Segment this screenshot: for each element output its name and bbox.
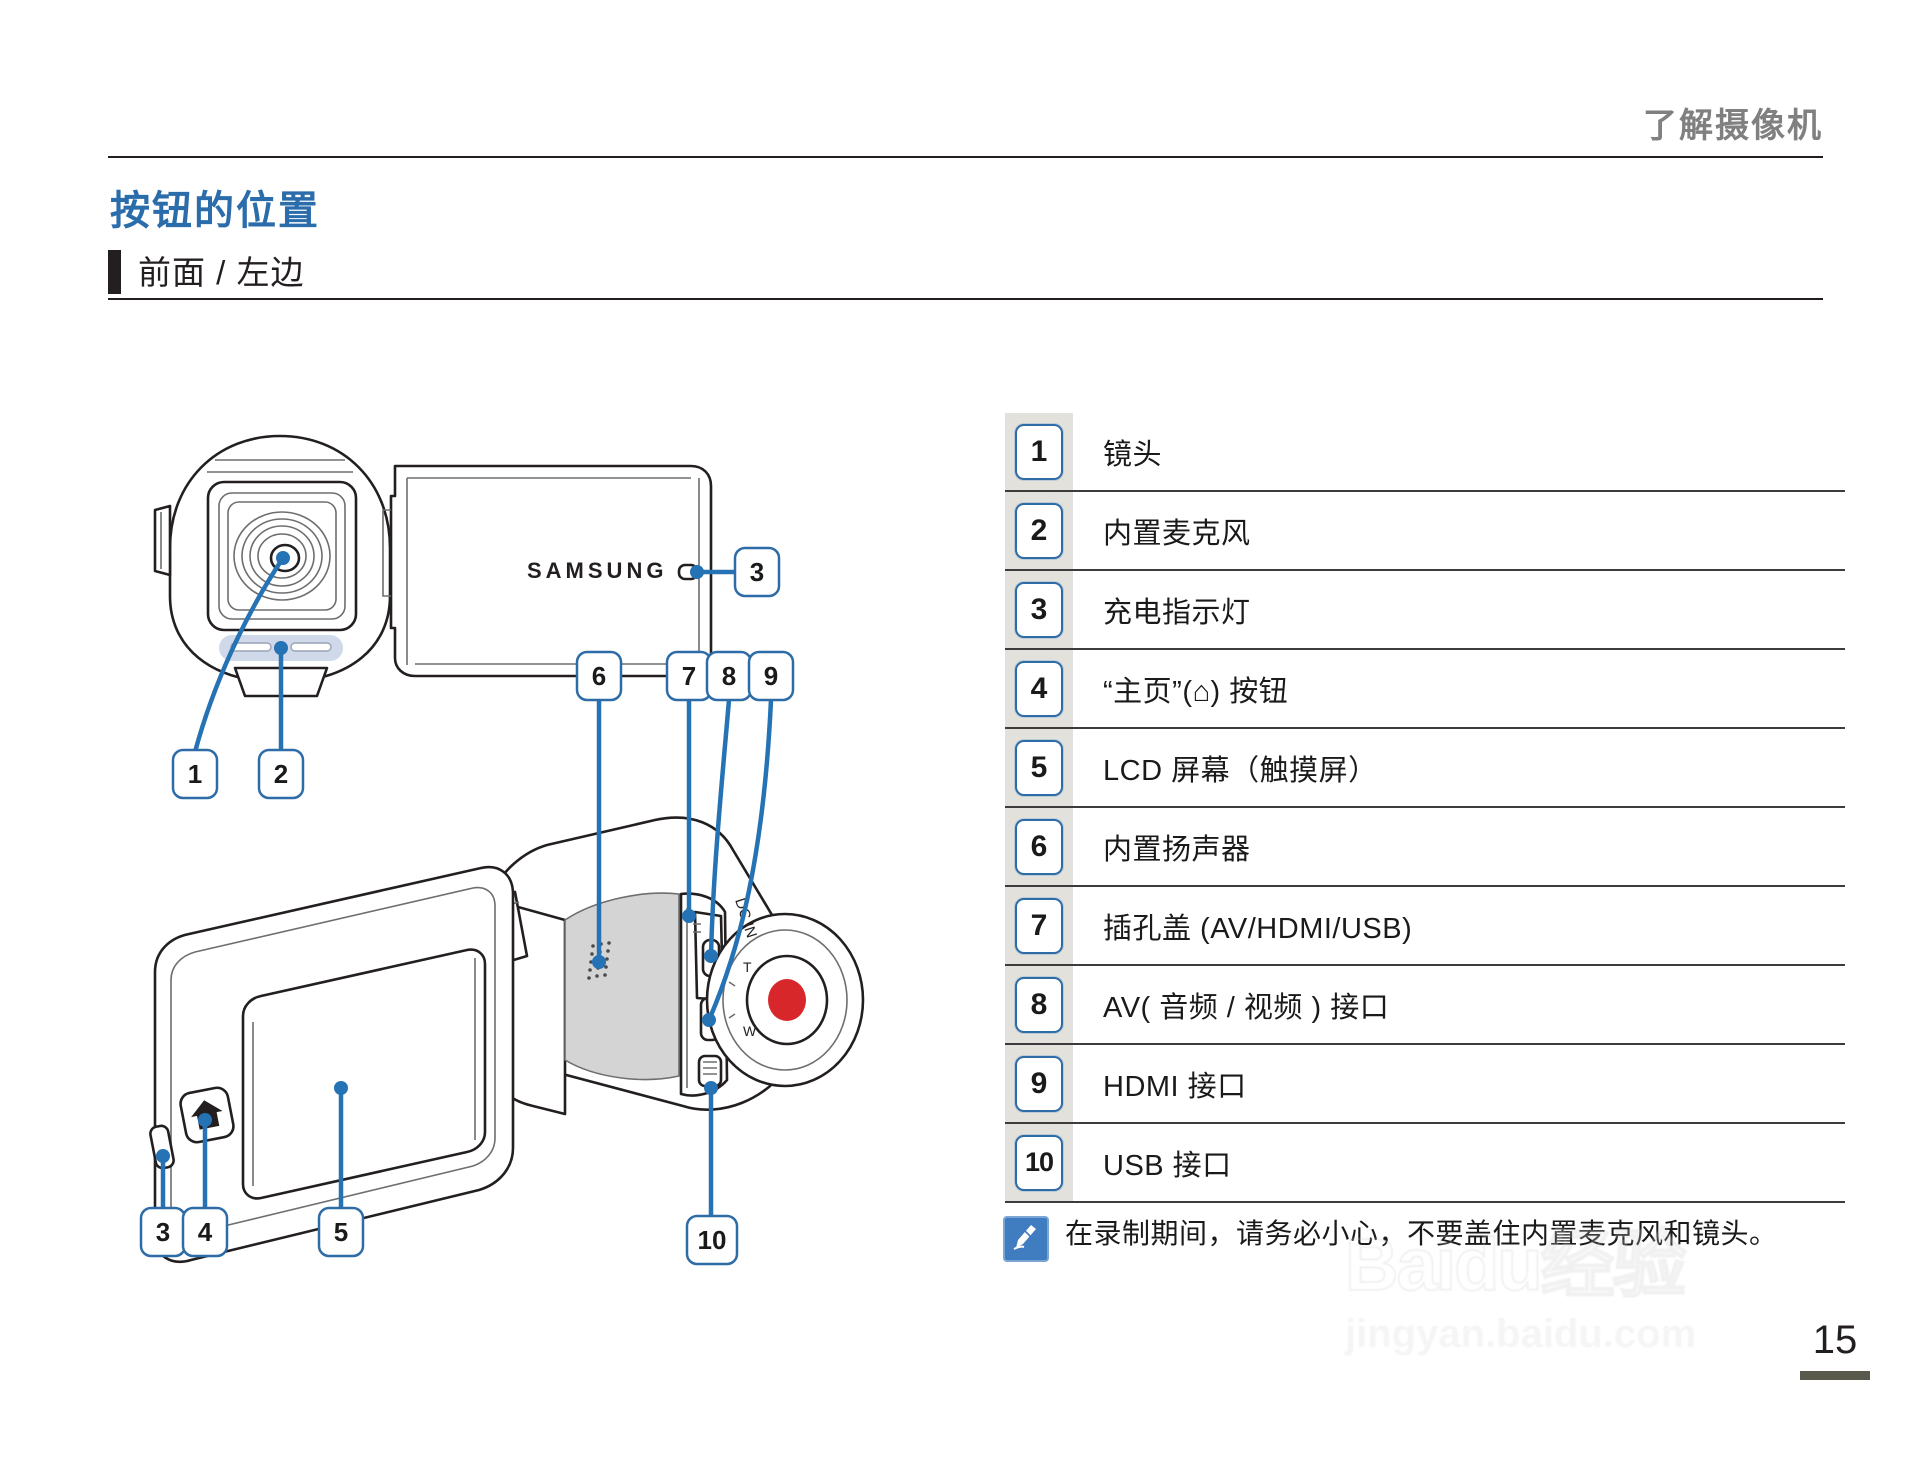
legend-label: AV( 音频 / 视频 ) 接口 <box>1103 991 1390 1024</box>
legend-label: 插孔盖 (AV/HDMI/USB) <box>1103 912 1413 945</box>
legend-number-cell: 5 <box>1005 729 1073 806</box>
subsection-rule <box>108 298 1823 300</box>
legend-number-cell: 1 <box>1005 413 1073 490</box>
page-number: 15 <box>1812 1318 1858 1362</box>
note-text: 在录制期间，请务必小心，不要盖住内置麦克风和镜头。 <box>1065 1218 1778 1249</box>
front-view-illustration: SAMSUNG <box>153 434 713 698</box>
legend-number: 5 <box>1015 739 1063 796</box>
page-title: 按钮的位置 <box>110 189 320 233</box>
page-number-bar <box>1800 1371 1870 1380</box>
callout-9: 9 <box>747 650 795 702</box>
camcorder-illustrations: SAMSUNG 1 2 <box>95 400 975 1280</box>
legend-row: 4 “主页”(⌂) 按钮 <box>1005 650 1845 729</box>
legend-label: 镜头 <box>1103 438 1163 471</box>
brand-wordmark: SAMSUNG <box>527 558 667 583</box>
running-head: 了解摄像机 <box>1643 107 1823 145</box>
callout-1: 1 <box>171 748 219 800</box>
legend-number-cell: 8 <box>1005 966 1073 1043</box>
legend-label: 内置扬声器 <box>1103 833 1251 866</box>
svg-text:7: 7 <box>682 661 696 691</box>
svg-text:8: 8 <box>722 661 736 691</box>
callout-2: 2 <box>257 748 305 800</box>
header-rule <box>108 156 1823 158</box>
legend-row: 5 LCD 屏幕（触摸屏） <box>1005 729 1845 808</box>
legend-label: 内置麦克风 <box>1103 517 1251 550</box>
note-pen-icon <box>1003 1216 1049 1262</box>
callout-3-bottom: 3 <box>139 1206 187 1258</box>
legend-number: 2 <box>1015 502 1063 559</box>
legend-number: 10 <box>1015 1134 1063 1191</box>
front-view-callouts <box>192 551 738 755</box>
callout-10: 10 <box>685 1214 739 1266</box>
legend-number: 4 <box>1015 660 1063 717</box>
legend-number-cell: 10 <box>1005 1124 1073 1201</box>
svg-text:4: 4 <box>198 1217 213 1247</box>
subsection-label: 前面 / 左边 <box>138 254 305 291</box>
legend-row: 3 充电指示灯 <box>1005 571 1845 650</box>
svg-text:2: 2 <box>274 759 288 789</box>
legend-number: 9 <box>1015 1055 1063 1112</box>
left-side-view-illustration: T W DC IN <box>149 816 865 1263</box>
svg-text:T: T <box>743 959 752 975</box>
legend-label: 充电指示灯 <box>1103 596 1251 629</box>
legend-number-cell: 4 <box>1005 650 1073 727</box>
callout-6: 6 <box>575 650 623 702</box>
page-number-block: 15 <box>1800 1318 1870 1380</box>
svg-text:1: 1 <box>188 759 202 789</box>
legend-label: “主页”(⌂) 按钮 <box>1103 675 1289 708</box>
legend-number: 8 <box>1015 976 1063 1033</box>
svg-text:10: 10 <box>698 1225 727 1255</box>
svg-text:5: 5 <box>334 1217 348 1247</box>
subsection-header: 前面 / 左边 <box>108 250 1823 300</box>
legend-row: 9 HDMI 接口 <box>1005 1045 1845 1124</box>
callout-8: 8 <box>705 650 753 702</box>
body-panel <box>565 893 679 1080</box>
legend-row: 8 AV( 音频 / 视频 ) 接口 <box>1005 966 1845 1045</box>
legend-number: 1 <box>1015 423 1063 480</box>
svg-text:3: 3 <box>750 557 764 587</box>
legend-row: 6 内置扬声器 <box>1005 808 1845 887</box>
legend-number: 3 <box>1015 581 1063 638</box>
parts-legend-table: 1 镜头 2 内置麦克风 3 充电指示灯 4 “主页”(⌂) 按钮 5 <box>1005 413 1845 1203</box>
record-button <box>768 979 806 1021</box>
svg-text:W: W <box>743 1023 757 1039</box>
callout-5: 5 <box>317 1206 365 1258</box>
callout-7: 7 <box>665 650 713 702</box>
svg-text:6: 6 <box>592 661 606 691</box>
legend-label: HDMI 接口 <box>1103 1070 1247 1103</box>
legend-number-cell: 6 <box>1005 808 1073 885</box>
legend-row: 10 USB 接口 <box>1005 1124 1845 1203</box>
legend-label: USB 接口 <box>1103 1149 1232 1182</box>
legend-number-cell: 7 <box>1005 887 1073 964</box>
legend-number-cell: 3 <box>1005 571 1073 648</box>
legend-row: 7 插孔盖 (AV/HDMI/USB) <box>1005 887 1845 966</box>
legend-row: 2 内置麦克风 <box>1005 492 1845 571</box>
legend-label: LCD 屏幕（触摸屏） <box>1103 754 1378 787</box>
lcd-screen <box>241 948 487 1200</box>
watermark-sub: jingyan.baidu.com <box>1345 1312 1697 1356</box>
callout-3-top: 3 <box>733 546 781 598</box>
note-block: 在录制期间，请务必小心，不要盖住内置麦克风和镜头。 <box>1003 1216 1903 1262</box>
svg-text:9: 9 <box>764 661 778 691</box>
legend-row: 1 镜头 <box>1005 413 1845 492</box>
legend-number-cell: 2 <box>1005 492 1073 569</box>
legend-number-cell: 9 <box>1005 1045 1073 1122</box>
callout-4: 4 <box>181 1206 229 1258</box>
subsection-marker <box>108 250 121 294</box>
legend-number: 6 <box>1015 818 1063 875</box>
left-side-callouts <box>156 697 774 1219</box>
svg-text:3: 3 <box>156 1217 170 1247</box>
legend-number: 7 <box>1015 897 1063 954</box>
